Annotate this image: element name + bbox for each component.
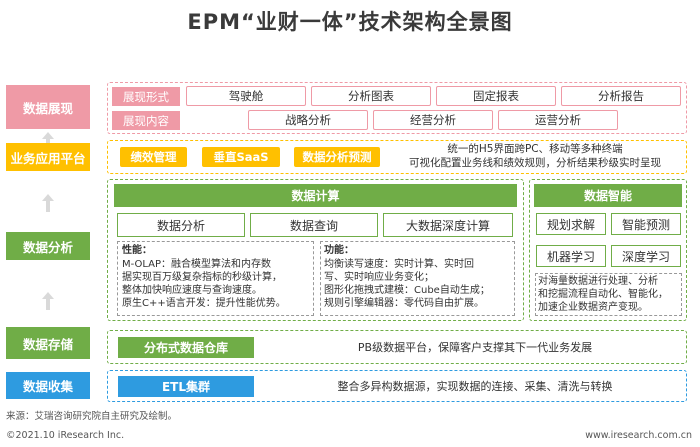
display-form-item: 固定报表 [436,86,556,106]
intelligence-header: 数据智能 [534,184,682,207]
performance-line: 整体加快响应速度与查询速度。 [122,285,262,296]
display-form-item: 分析报告 [561,86,681,106]
storage-label: 分布式数据仓库 [118,337,254,358]
display-content-item: 经营分析 [373,110,493,130]
storage-desc: PB级数据平台，保障客户支撑其下一代业务发展 [357,340,593,354]
app-desc-line2: 可视化配置业务线和绩效规则，分析结果秒级实时呈现 [409,157,661,170]
compute-item: 大数据深度计算 [383,213,513,237]
display-frame [107,82,687,134]
intelligence-desc-line: 对海量数据进行处理、分析 [538,276,658,287]
application-frame [107,140,687,174]
app-item-performance: 绩效管理 [120,147,187,167]
copyright: ©2021.10 iResearch Inc. [6,430,125,441]
display-form-item: 分析图表 [311,86,431,106]
intelligence-frame [529,179,687,321]
up-arrow-icon [42,194,54,212]
source-note: 来源：艾瑞咨询研究院自主研究及绘制。 [6,411,178,422]
function-line: 写、实时响应业务变化； [324,272,434,283]
layer-label-analysis: 数据分析 [6,232,90,260]
performance-line: M-OLAP：融合模型算法和内存数 [122,259,272,270]
compute-item: 数据查询 [250,213,378,237]
collection-frame [107,370,687,402]
display-content-item: 战略分析 [248,110,368,130]
performance-panel [117,241,314,316]
display-form-item: 驾驶舱 [186,86,306,106]
display-content-item: 运营分析 [498,110,618,130]
app-item-forecast: 数据分析预测 [294,147,380,167]
website: www.iresearch.com.cn [585,430,692,441]
layer-label-collection: 数据收集 [6,372,90,399]
performance-line: 据实现百万级复杂指标的秒级计算， [122,272,282,283]
intelligence-desc-line: 加速企业数据资产变现。 [538,302,648,313]
intelligence-item: 规划求解 [536,213,606,235]
function-panel [320,241,515,316]
intelligence-item: 机器学习 [536,245,606,267]
intelligence-desc-line: 和挖掘流程自动化、智能化， [538,289,668,300]
function-line: 图形化拖拽式建模：Cube自动生成； [324,285,490,296]
intelligence-desc-panel [535,273,682,316]
compute-frame [107,179,524,321]
collection-desc: 整合多异构数据源，实现数据的连接、采集、清洗与转换 [337,379,613,393]
intelligence-item: 深度学习 [611,245,681,267]
display-content-label: 展现内容 [112,111,180,130]
performance-title: 性能： [122,245,152,256]
storage-frame [107,330,687,364]
collection-label: ETL集群 [118,376,254,397]
up-arrow-icon [42,292,54,310]
intelligence-item: 智能预测 [611,213,681,235]
layer-label-application: 业务应用平台 [6,143,90,171]
layer-label-display: 数据展现 [6,85,90,129]
app-item-saas: 垂直SaaS [202,147,280,167]
function-line: 均衡读写速度：实时计算、实时回 [324,259,474,270]
function-title: 功能： [324,245,354,256]
compute-header: 数据计算 [114,184,517,207]
layer-label-storage: 数据存储 [6,327,90,359]
page-title: EPM“业财一体”技术架构全景图 [187,10,513,34]
app-desc-line1: 统一的H5界面跨PC、移动等多种终端 [447,143,623,156]
display-form-label: 展现形式 [112,87,180,106]
function-line: 规则引擎编辑器：零代码自由扩展。 [324,298,484,309]
compute-item: 数据分析 [117,213,245,237]
performance-line: 原生C++语言开发：提升性能优势。 [122,298,286,309]
